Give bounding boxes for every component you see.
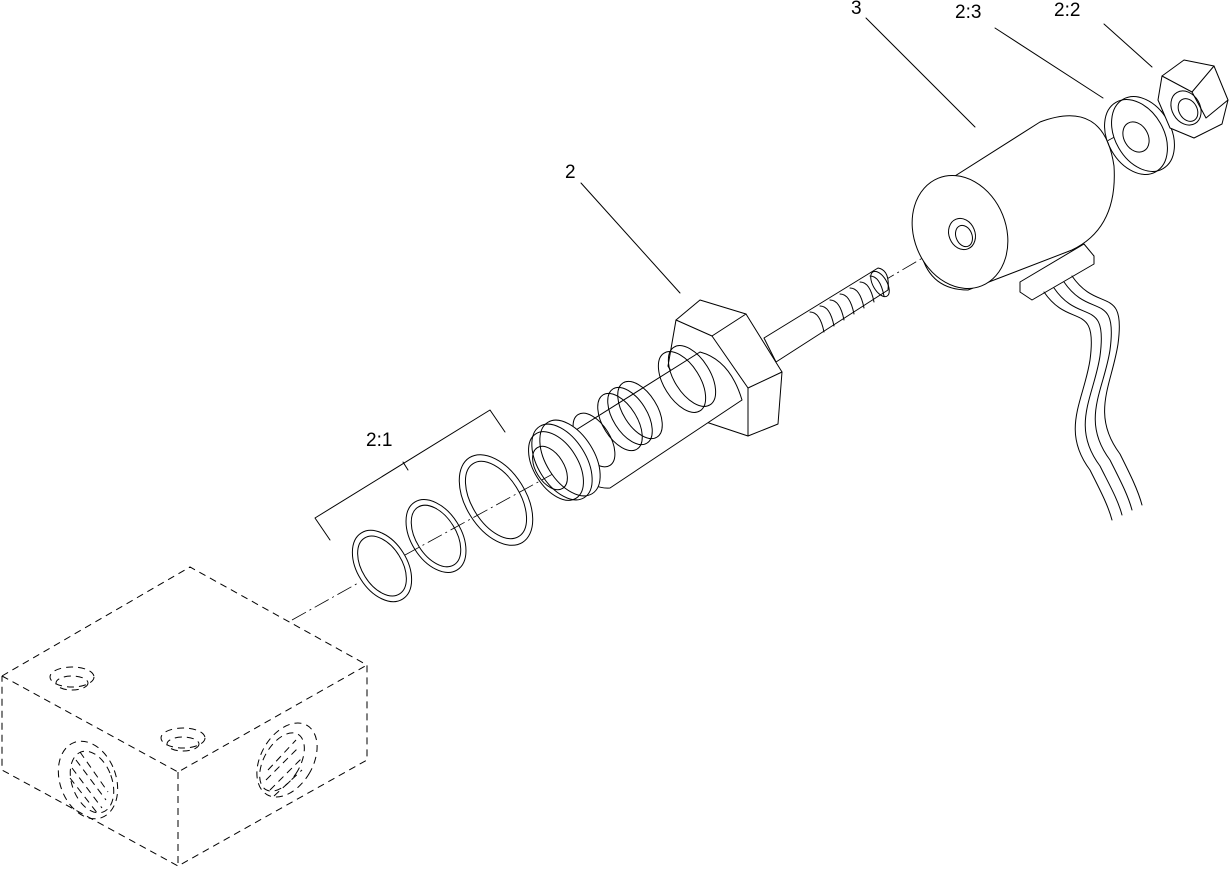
o-ring-large [458,454,534,546]
coil-wires [1043,275,1143,521]
valve-front-seals [528,419,601,501]
cartridge-valve [528,267,890,501]
hex-nut [1157,59,1229,139]
o-ring-set [314,409,534,603]
o-ring-small [351,529,413,603]
callout-2: 2 [565,162,576,183]
o-ring-medium [405,499,467,573]
callout-2-2: 2:2 [1054,0,1080,21]
stem-threads [809,270,890,333]
washer [1104,96,1175,175]
callout-2-1: 2:1 [366,430,392,451]
callout-2-3: 2:3 [955,2,981,23]
valve-body-block [1,566,368,867]
leader-lines [580,17,1153,294]
valve-grooves [572,345,717,468]
callout-labels: 2:1 2 3 2:3 2:2 [366,0,1080,451]
callout-3: 3 [851,0,862,19]
solenoid-coil [911,115,1143,521]
o-ring-bracket [314,409,506,541]
